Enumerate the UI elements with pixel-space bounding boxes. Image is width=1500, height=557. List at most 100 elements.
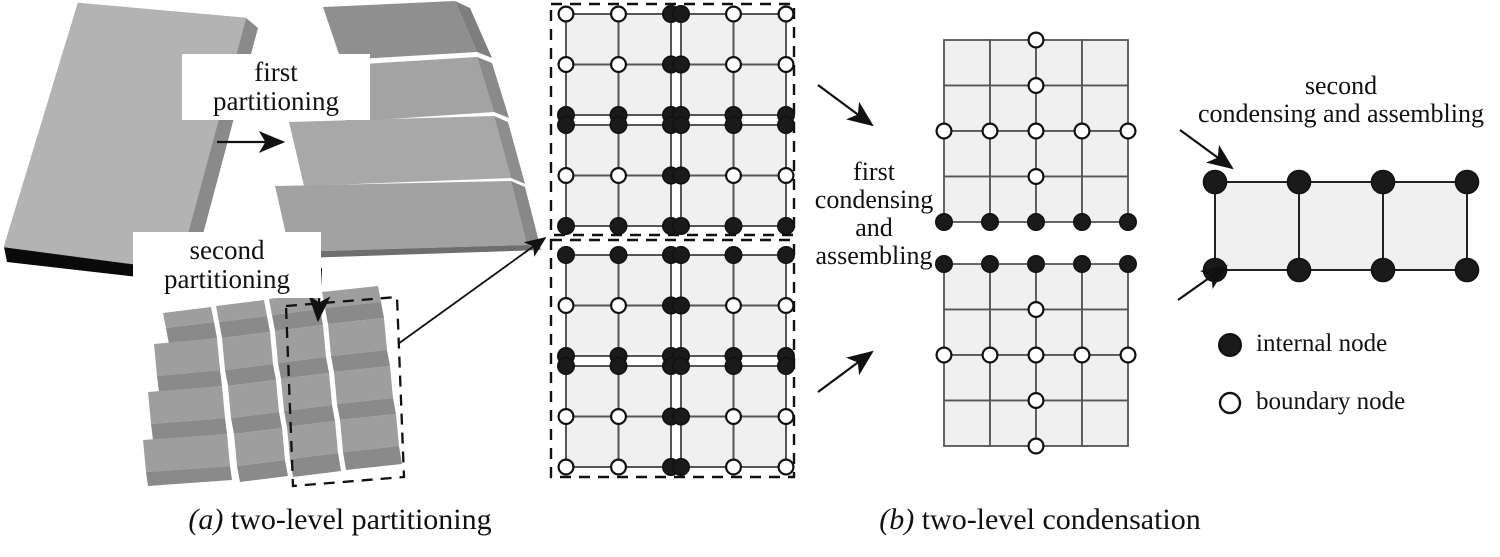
internal-node xyxy=(609,356,628,375)
internal-node xyxy=(1286,169,1312,195)
mesh-cell xyxy=(565,304,620,357)
boundary-node xyxy=(609,458,627,476)
boundary-node xyxy=(1027,168,1045,186)
internal-node xyxy=(776,116,795,135)
mesh-cell xyxy=(565,254,620,307)
boundary-node xyxy=(609,5,627,23)
mesh-cell xyxy=(989,399,1037,447)
mesh-cell xyxy=(617,365,672,418)
mesh-cell xyxy=(680,13,735,66)
internal-node xyxy=(609,246,628,265)
mesh-cell xyxy=(732,365,787,418)
internal-node xyxy=(776,356,795,375)
internal-node xyxy=(776,217,795,236)
subblock-bot-left xyxy=(556,356,680,476)
internal-node xyxy=(671,166,690,185)
boundary-node xyxy=(1027,392,1045,410)
mesh-cell xyxy=(1035,130,1083,178)
mesh-cell xyxy=(617,254,672,307)
boundary-node xyxy=(1027,437,1045,455)
zoom-connector-line xyxy=(397,236,547,345)
internal-node xyxy=(1286,257,1312,283)
mesh-cell xyxy=(565,124,620,177)
mesh-subblocks-group xyxy=(556,5,795,476)
label-first-condensing: first condensing and assembling xyxy=(814,157,934,271)
arrow-second-condensing-bottom xyxy=(1177,264,1228,301)
boundary-node xyxy=(1119,122,1137,140)
mesh-cell xyxy=(1081,130,1129,178)
mesh-cell xyxy=(680,174,735,227)
boundary-node xyxy=(935,346,953,364)
boundary-node xyxy=(557,458,575,476)
condensed-superelement-bottom xyxy=(934,255,1138,455)
boundary-node xyxy=(1119,346,1137,364)
subblock-top-right xyxy=(671,5,795,125)
slice-2 xyxy=(330,57,509,122)
internal-node xyxy=(776,246,795,265)
caption-b-text: two-level condensation xyxy=(921,503,1201,536)
boundary-node xyxy=(935,122,953,140)
boundary-node xyxy=(557,55,575,73)
internal-node xyxy=(980,213,999,232)
caption-a: (a) two-level partitioning xyxy=(100,503,580,537)
subblock-top-left xyxy=(556,246,680,365)
internal-node xyxy=(609,217,628,236)
internal-node xyxy=(609,116,628,135)
boundary-node xyxy=(609,167,627,185)
mesh-cell xyxy=(680,254,735,307)
boundary-node-icon xyxy=(1218,391,1242,415)
subblock-bot-left xyxy=(556,116,680,236)
internal-node xyxy=(671,356,690,375)
boundary-node xyxy=(777,55,795,73)
condensed-superelement-top xyxy=(934,31,1138,232)
mesh-cell xyxy=(1081,84,1129,132)
boundary-node xyxy=(1027,122,1045,140)
mesh-cell xyxy=(943,175,991,223)
mesh-cell xyxy=(989,175,1037,223)
subblock-bot-right xyxy=(671,116,795,236)
internal-node xyxy=(556,116,575,135)
internal-node xyxy=(556,356,575,375)
mesh-cell xyxy=(1081,354,1129,402)
boundary-node xyxy=(777,458,795,476)
internal-node xyxy=(671,217,690,236)
mesh-cell xyxy=(989,354,1037,402)
mesh-cell xyxy=(989,84,1037,132)
mesh-cell xyxy=(943,39,991,87)
mesh-cell xyxy=(1081,175,1129,223)
mesh-cell xyxy=(1035,175,1083,223)
boundary-node xyxy=(777,408,795,426)
internal-node xyxy=(1073,213,1092,232)
internal-node xyxy=(980,255,999,274)
subblock-top-left xyxy=(556,5,680,125)
internal-node xyxy=(934,213,953,232)
condensed-blocks-group xyxy=(934,31,1138,455)
boundary-node xyxy=(1027,76,1045,94)
internal-node xyxy=(1454,257,1480,283)
first-level-slices xyxy=(275,1,541,258)
second-level-grid xyxy=(143,286,402,486)
mesh-cell xyxy=(565,415,620,468)
superelement-bottom xyxy=(556,246,795,476)
mesh-cell xyxy=(1035,354,1083,402)
slice-3 xyxy=(289,116,525,186)
internal-node xyxy=(671,5,690,23)
final-assembly-group xyxy=(1202,169,1480,283)
boundary-node xyxy=(1027,301,1045,319)
boundary-node xyxy=(777,167,795,185)
boundary-node xyxy=(724,167,742,185)
caption-b-marker: (b) xyxy=(879,503,915,536)
internal-node xyxy=(1202,257,1228,283)
boundary-node xyxy=(724,458,742,476)
internal-node xyxy=(1027,213,1046,232)
caption-a-marker: (a) xyxy=(188,503,224,536)
mesh-cell xyxy=(617,304,672,357)
mesh-cell xyxy=(943,308,991,356)
caption-b: (b) two-level condensation xyxy=(800,503,1280,537)
legend-label-boundary-node: boundary node xyxy=(1256,388,1406,415)
mesh-cell xyxy=(732,63,787,116)
boundary-node xyxy=(557,408,575,426)
final-assembled-structure xyxy=(1202,169,1480,283)
mesh-cell xyxy=(565,13,620,66)
